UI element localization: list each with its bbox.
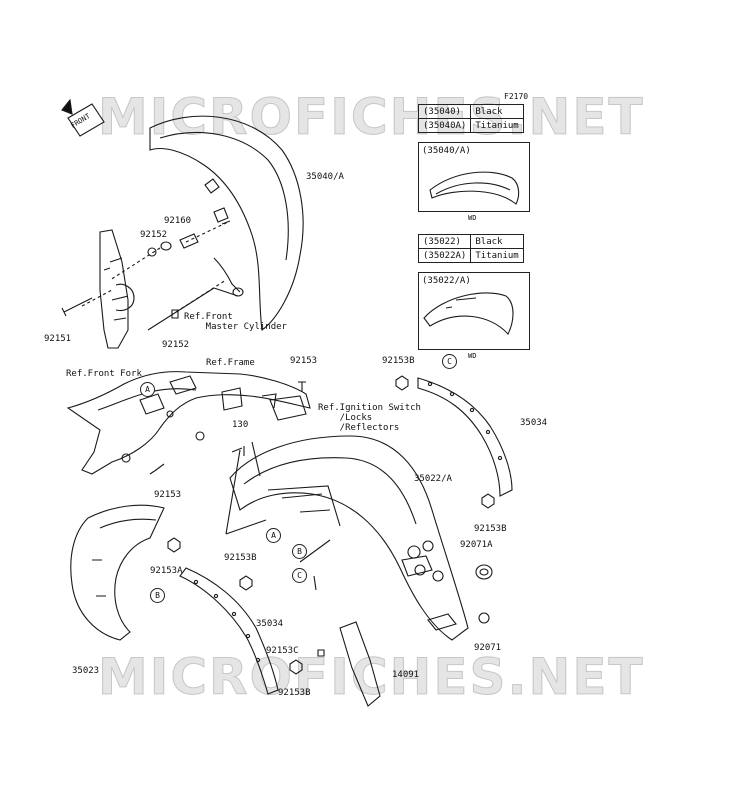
part-label-14091: 14091 <box>392 670 420 680</box>
callout-b: B <box>292 544 307 559</box>
part-label-92153-top: 92153 <box>290 356 318 366</box>
part-label-92151: 92151 <box>44 334 72 344</box>
ref-front-master-cylinder: Ref.Front Master Cylinder <box>184 312 287 332</box>
variant-row: (35040) Black <box>417 104 524 119</box>
inset-box-35022 <box>418 272 530 350</box>
part-label-35022a: 35022/A <box>414 474 452 484</box>
callout-c: C <box>442 354 457 369</box>
rail-right-shape <box>417 377 513 497</box>
part-label-35034-mid: 35034 <box>256 619 284 629</box>
inner-fender-shape <box>70 504 165 641</box>
callout-a: A <box>140 382 155 397</box>
variant-finish: Black <box>470 104 524 119</box>
front-fork-shape <box>99 229 129 349</box>
fender-profile-b <box>423 292 514 335</box>
callout-b: B <box>150 588 165 603</box>
variant-finish: Black <box>470 234 524 249</box>
variant-code: (35022) <box>417 234 472 249</box>
part-label-35034-right: 35034 <box>520 418 548 428</box>
part-label-92153a: 92153A <box>150 566 183 576</box>
part-label-35023: 35023 <box>72 666 100 676</box>
variant-table-35022: (35022) Black (35022A) Titanium <box>417 234 524 263</box>
part-label-92153-left: 92153 <box>154 490 182 500</box>
part-label-92071a: 92071A <box>460 540 493 550</box>
bracket-shape <box>339 621 381 707</box>
front-fender-shape <box>149 115 304 331</box>
rail-mid-shape <box>179 567 279 695</box>
variant-code: (35040) <box>417 104 472 119</box>
variant-finish: Titanium <box>470 118 524 133</box>
variant-row: (35022A) Titanium <box>417 248 524 263</box>
callout-c: C <box>292 568 307 583</box>
callout-a: A <box>266 528 281 543</box>
variant-table-35040: (35040) Black (35040A) Titanium <box>417 104 524 133</box>
part-label-92153c: 92153C <box>266 646 299 656</box>
variant-code: (35040A) <box>417 118 472 133</box>
part-label-92160: 92160 <box>164 216 192 226</box>
part-label-130: 130 <box>232 420 249 430</box>
part-label-92071: 92071 <box>474 643 502 653</box>
variant-row: (35040A) Titanium <box>417 118 524 133</box>
ref-front-fork: Ref.Front Fork <box>66 369 142 379</box>
part-label-35040a: 35040/A <box>306 172 344 182</box>
part-label-92153b-bottom: 92153B <box>278 688 311 698</box>
part-label-92152-bottom: 92152 <box>162 340 190 350</box>
fender-profile-a <box>429 171 520 205</box>
inset-title-35040: (35040/A) <box>422 146 471 156</box>
inset-caption-35040: WD <box>468 214 477 222</box>
part-label-92153b-right: 92153B <box>474 524 507 534</box>
front-arrow-icon <box>61 98 105 137</box>
variant-finish: Titanium <box>470 248 524 263</box>
variant-row: (35022) Black <box>417 234 524 249</box>
part-label-92153b-top: 92153B <box>382 356 415 366</box>
inset-caption-35022: WD <box>468 352 477 360</box>
inset-title-35022: (35022/A) <box>422 276 471 286</box>
part-label-92153b-mid: 92153B <box>224 553 257 563</box>
frame-shape <box>66 371 311 475</box>
figure-code: F2170 <box>504 92 529 101</box>
ref-frame: Ref.Frame <box>206 358 255 368</box>
ref-ignition-switch: Ref.Ignition Switch /Locks /Reflectors <box>318 403 421 433</box>
part-label-92152-top: 92152 <box>140 230 168 240</box>
inset-box-35040 <box>418 142 530 212</box>
watermark-bottom: MICROFICHES.NET <box>98 648 645 707</box>
variant-code: (35022A) <box>417 248 472 263</box>
